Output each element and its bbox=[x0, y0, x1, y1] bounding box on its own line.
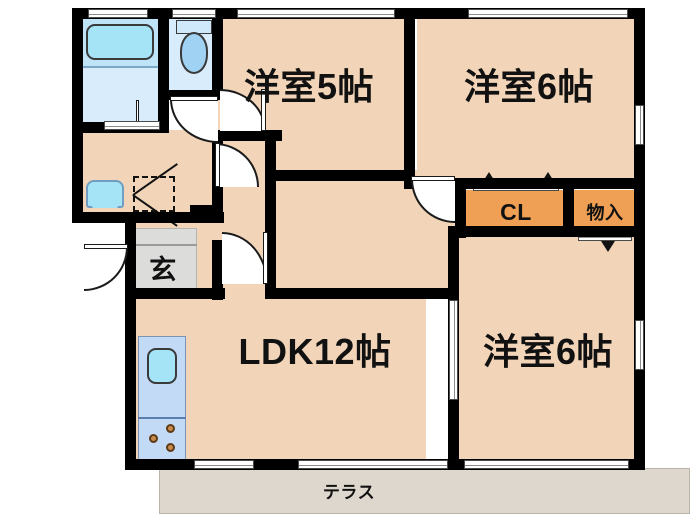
wall-closet-left bbox=[455, 178, 466, 238]
entrance-step-line bbox=[129, 244, 197, 246]
closet-mono-arrow bbox=[601, 241, 615, 252]
closet-cl-label: CL bbox=[500, 198, 532, 225]
entrance-tile bbox=[129, 228, 197, 290]
window-bedroom6-right[interactable] bbox=[635, 105, 644, 145]
door-entrance-leaf[interactable] bbox=[84, 244, 128, 249]
door-bedroom-top-right-leaf[interactable] bbox=[411, 176, 455, 181]
stove-burner-1 bbox=[166, 424, 175, 433]
kitchen-sink bbox=[147, 348, 177, 384]
bath-washroom-divider bbox=[80, 66, 160, 68]
wall-ldk-top bbox=[265, 288, 455, 299]
closet-cl-arrow-right bbox=[541, 172, 555, 183]
wall-corridor-bottom bbox=[190, 205, 223, 216]
washing-machine-space bbox=[133, 176, 175, 212]
washroom-inner-door-leaf[interactable] bbox=[136, 100, 139, 122]
washbasin-inner bbox=[92, 186, 118, 208]
wall-toilet-right bbox=[212, 8, 223, 94]
wall-bath-toilet bbox=[158, 8, 169, 130]
bedroom-top-right-label: 洋室6帖 bbox=[463, 66, 595, 107]
wall-bed5-right bbox=[404, 8, 415, 173]
door-entrance[interactable] bbox=[84, 247, 128, 291]
wall-corridor-right-lower bbox=[212, 240, 223, 300]
entrance-label: 玄 bbox=[149, 254, 177, 285]
closet-cl-arrow-left bbox=[482, 172, 496, 183]
bathtub bbox=[86, 24, 154, 60]
window-bedroom5-top[interactable] bbox=[237, 9, 395, 18]
window-ldk-bottom-left[interactable] bbox=[194, 460, 254, 469]
kitchen-counter-divider bbox=[138, 417, 186, 419]
window-toilet-top[interactable] bbox=[172, 9, 216, 18]
window-washroom-bottom[interactable] bbox=[104, 121, 160, 130]
wall-left-entrance bbox=[125, 212, 136, 302]
wall-left-bath bbox=[72, 8, 83, 223]
window-bedroom-bottom-right-bottom[interactable] bbox=[464, 460, 629, 469]
ldk-label: LDK12帖 bbox=[238, 331, 392, 372]
terrace-label: テラス bbox=[322, 482, 376, 502]
wall-right bbox=[634, 8, 645, 470]
bedroom-bottom-right-label: 洋室6帖 bbox=[482, 331, 614, 372]
window-bedroom-bottom-right-left[interactable] bbox=[449, 300, 458, 400]
wall-closet-bottom bbox=[455, 226, 645, 237]
window-bath-top[interactable] bbox=[88, 9, 148, 18]
window-ldk-bottom-right[interactable] bbox=[298, 460, 448, 469]
stove-burner-2 bbox=[149, 434, 158, 443]
closet-mono-label: 物入 bbox=[586, 203, 624, 223]
window-bedroom-bottom-right-right[interactable] bbox=[635, 320, 644, 370]
door-bedroom-top-left-leaf[interactable] bbox=[261, 89, 266, 131]
door-washroom-leaf[interactable] bbox=[170, 96, 218, 101]
door-corridor-middle-leaf[interactable] bbox=[215, 143, 220, 187]
wall-left-ldk bbox=[125, 288, 136, 470]
wall-entrance-bottom bbox=[125, 288, 225, 299]
window-bedroom6-top[interactable] bbox=[468, 9, 628, 18]
wall-toilet-bottom bbox=[168, 90, 223, 100]
wall-bed5-bottom bbox=[212, 130, 282, 141]
door-ldk-leaf[interactable] bbox=[263, 232, 268, 284]
wall-bed6-top-bottom bbox=[404, 178, 645, 189]
stove-burner-3 bbox=[166, 443, 175, 452]
wall-corridor-right bbox=[265, 140, 276, 290]
bedroom-top-right-floor bbox=[417, 18, 637, 183]
wall-bed5-lower bbox=[265, 170, 415, 181]
wall-utility-bottom bbox=[72, 212, 224, 223]
toilet-bowl bbox=[180, 32, 208, 74]
wall-closet-divider bbox=[563, 183, 574, 231]
bedroom-bottom-right-floor bbox=[459, 225, 637, 460]
bedroom-top-left-label: 洋室5帖 bbox=[243, 66, 375, 107]
